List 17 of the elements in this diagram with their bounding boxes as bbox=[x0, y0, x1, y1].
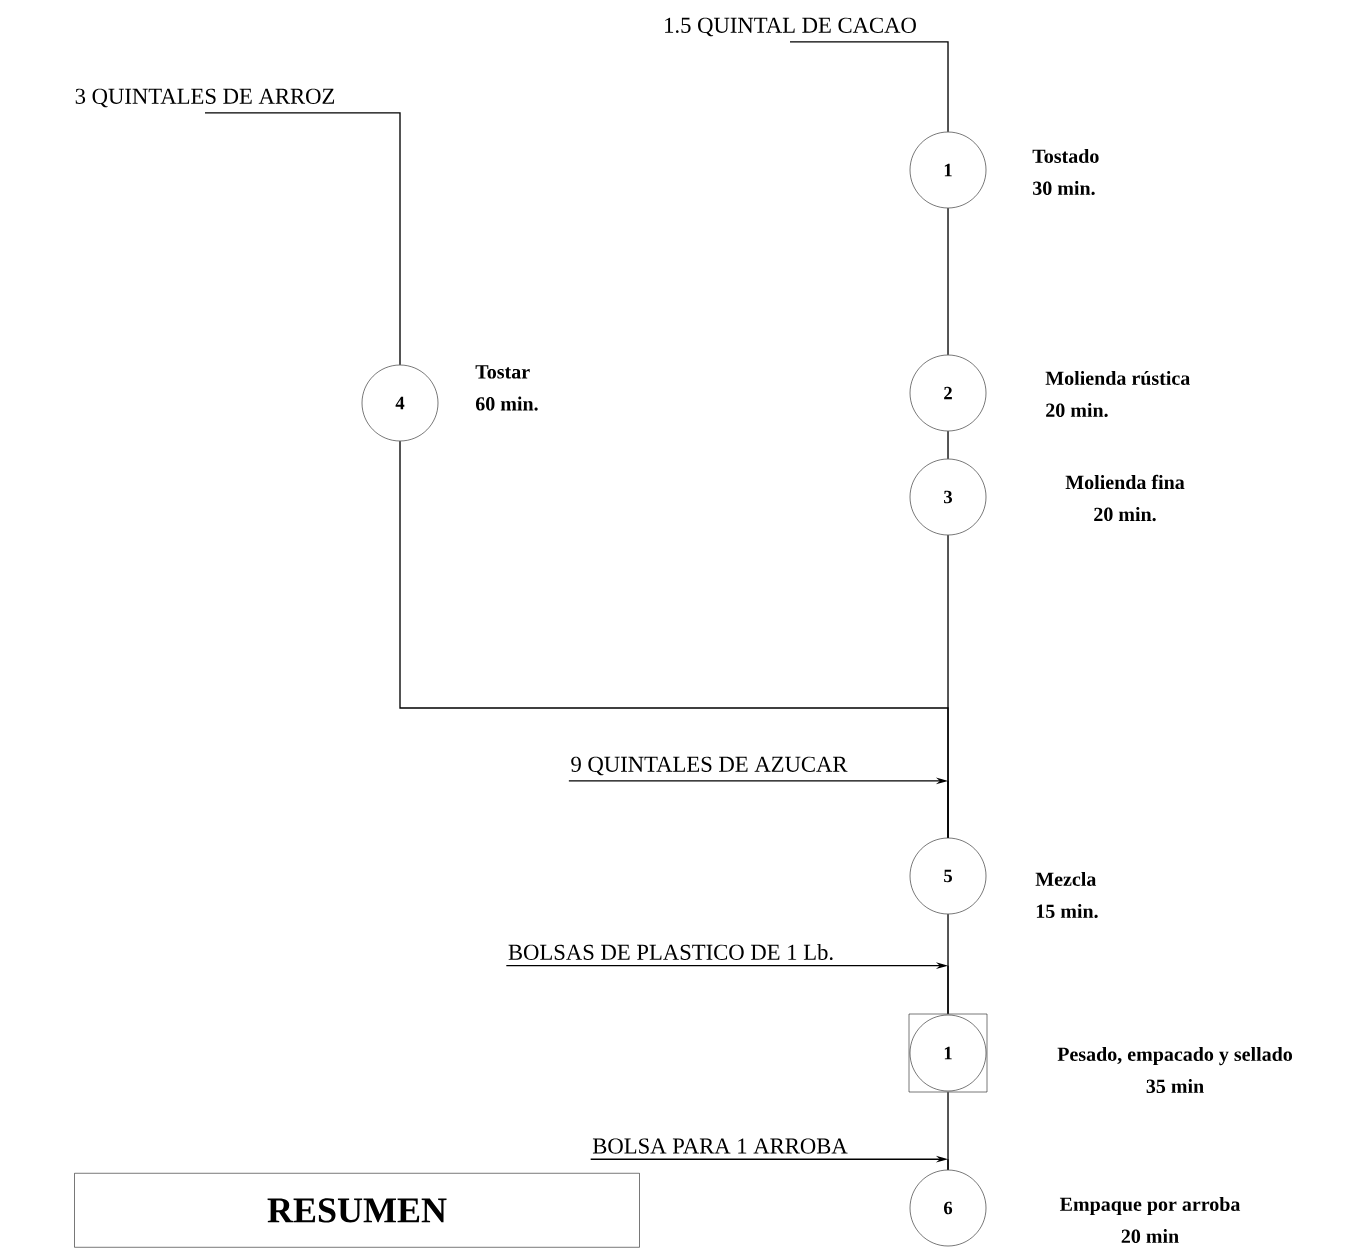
flow-line bbox=[947, 430, 949, 460]
material-label: BOLSA PARA 1 ARROBA bbox=[592, 1138, 848, 1154]
flow-line bbox=[204, 112, 401, 366]
summary-box: RESUMEN bbox=[74, 1173, 640, 1248]
step-label: Molienda fina 20 min. bbox=[1065, 474, 1185, 522]
material-label: 3 QUINTALES DE ARROZ bbox=[75, 88, 335, 108]
flow-line bbox=[789, 41, 949, 133]
step-label: Tostar 60 min. bbox=[475, 365, 538, 411]
flow-line bbox=[947, 207, 949, 356]
step-label: Pesado, empacado y sellado 35 min bbox=[1057, 1047, 1293, 1094]
material-label: 9 QUINTALES DE AZUCAR bbox=[571, 756, 848, 776]
step-label: Empaque por arroba 20 min bbox=[1059, 1197, 1241, 1244]
step-label: Tostado 30 min. bbox=[1032, 148, 1099, 196]
material-label: BOLSAS DE PLASTICO DE 1 Lb. bbox=[508, 944, 833, 961]
step-label: Mezcla 15 min. bbox=[1035, 871, 1098, 919]
material-label: 1.5 QUINTAL DE CACAO bbox=[665, 17, 916, 37]
step-label: Molienda rústica 20 min. bbox=[1045, 370, 1190, 418]
